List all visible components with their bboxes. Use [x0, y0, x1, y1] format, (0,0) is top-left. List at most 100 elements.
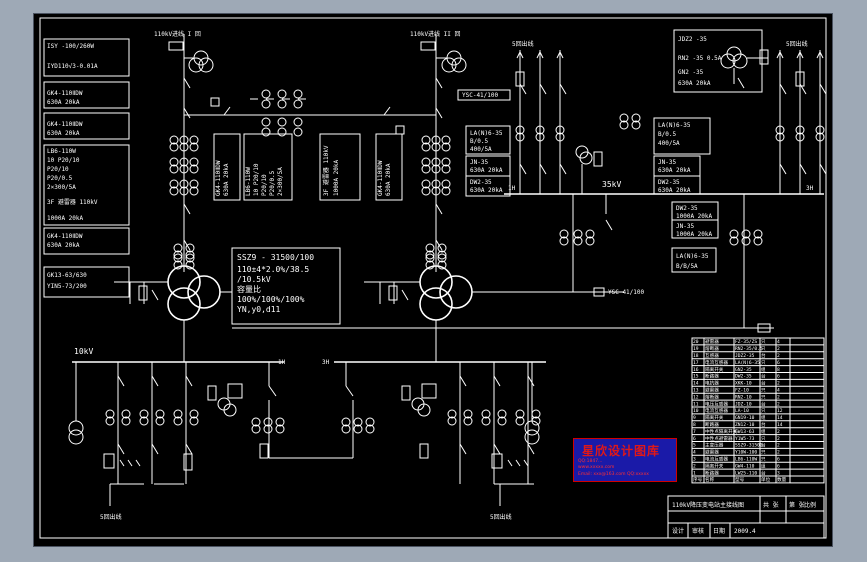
bus-10-label: 10kV — [74, 347, 93, 356]
table-cell: 6 — [777, 374, 780, 380]
current-transformer-symbol — [275, 417, 285, 434]
current-transformer-symbol — [189, 135, 199, 152]
date-value: 2009.4 — [734, 528, 756, 535]
table-cell: 4 — [777, 339, 780, 345]
current-transformer-symbol — [189, 157, 199, 174]
current-transformer-symbol — [421, 179, 431, 196]
bus-10-sec1: 1H — [278, 359, 286, 366]
table-cell: 只 — [761, 339, 766, 345]
table-cell: 熔断器 — [705, 345, 719, 352]
table-cell: 2 — [777, 394, 780, 400]
table-cell: 只 — [761, 457, 766, 463]
table-cell: 2 — [777, 443, 780, 449]
table-cell: 台 — [761, 400, 766, 407]
table-cell: JDZ2-35 — [735, 353, 755, 359]
spec-line: YIN5-73/200 — [47, 283, 87, 290]
table-cell: GW13-63 — [735, 429, 755, 435]
current-transformer-symbol — [775, 125, 785, 142]
right-spec-line: 400/5A — [470, 146, 492, 153]
table-cell: 14 — [693, 381, 699, 387]
table-cell: 16 — [693, 367, 699, 373]
mid-spec-line: 1000A 20kA — [333, 159, 340, 196]
sheet-label: 共 张 — [763, 501, 779, 509]
table-cell: 只 — [761, 450, 766, 456]
table-cell: 11 — [693, 401, 699, 407]
table-cell: SSZ9-31500 — [735, 443, 763, 449]
current-transformer-symbol — [365, 417, 375, 434]
mid-spec-line: 630A 20kA — [385, 163, 392, 196]
current-transformer-symbol — [189, 409, 199, 426]
transformer-spec-line: 100%/100%/100% — [237, 295, 305, 304]
right-spec-line: 1000A 20kA — [676, 231, 713, 238]
right-spec-line: B/B/5A — [676, 263, 698, 270]
table-cell: 台 — [761, 380, 766, 387]
right-spec-line: LA(N)6-35 — [470, 130, 503, 137]
table-cell: 避雷器 — [705, 387, 719, 394]
table-cell: 组 — [761, 462, 766, 469]
table-cell: 避雷器 — [705, 338, 719, 345]
table-cell: 13 — [693, 388, 699, 394]
current-transformer-symbol — [447, 409, 457, 426]
table-cell: 6 — [777, 360, 780, 366]
table-cell: DW2-35 — [735, 374, 752, 380]
right-spec-line: DW2-35 — [470, 179, 492, 186]
bus-10kv: 10kV 1H 3H — [72, 347, 546, 366]
current-transformer-symbol — [251, 417, 261, 434]
table-cell: 只 — [761, 436, 766, 442]
incoming-left-label: 110kV进线 I 回 — [154, 30, 201, 38]
ct-stack-left-110kv — [169, 135, 199, 270]
table-cell: 1 — [693, 470, 696, 476]
table-cell: 台 — [761, 469, 766, 476]
table-cell: 隔离开关 — [705, 462, 724, 469]
spec-line: GK4-110ⅡDW — [47, 90, 83, 97]
current-transformer-symbol — [515, 409, 525, 426]
table-cell: 断路器 — [705, 421, 719, 428]
incoming-line-right: 110kV进线 II 回 — [410, 30, 467, 272]
table-cell: 8 — [777, 367, 780, 373]
transformer-spec-line: 110±4*2.0%/38.5 — [237, 265, 309, 274]
current-transformer-symbol — [179, 179, 189, 196]
table-header-cell: 名称 — [705, 476, 715, 483]
table-cell: 18 — [693, 353, 699, 359]
current-transformer-symbol — [341, 417, 351, 434]
right-spec-line: LA(N)6-35 — [658, 122, 691, 129]
mid-spec-line: 3F 避雷器 110kV — [322, 145, 330, 196]
title-block: 110kV降压变电站主接线图 共 张 第 张 比例 设计 审核 日期 2009.… — [667, 495, 825, 539]
spec-line: LB6-110W — [47, 148, 76, 155]
spec-line: 630A 20kA — [47, 99, 80, 106]
current-transformer-symbol — [631, 113, 641, 130]
spec-line: GK4-110ⅡDW — [47, 233, 83, 240]
watermark-line1: QQ:1847... — [578, 459, 603, 464]
current-transformer-symbol — [173, 253, 183, 270]
mid-spec-line: GK4-110ⅡDW — [377, 160, 384, 196]
table-cell: 10 — [693, 408, 699, 414]
table-cell: 电流互感器 — [705, 456, 728, 463]
table-cell: FZ-35/ZS — [735, 339, 757, 345]
table-cell: LA-10 — [735, 408, 749, 414]
watermark-stamp: 星欣设计图库 QQ:1847... www.xxxxx.com Email: x… — [573, 438, 677, 482]
current-transformer-symbol — [179, 157, 189, 174]
right-spec-line: 630A 20kA — [658, 167, 691, 174]
table-cell: Y10W-100 — [735, 450, 757, 456]
current-transformer-symbol — [139, 409, 149, 426]
current-transformer-symbol — [431, 179, 441, 196]
current-transformer-symbol — [463, 409, 473, 426]
out-35-left-label: 5回出线 — [512, 40, 534, 48]
table-cell: 隔离开关 — [705, 366, 724, 373]
table-cell: 断路器 — [705, 373, 719, 380]
right-spec-line: 400/5A — [658, 140, 680, 147]
table-cell: FZ-10 — [735, 388, 749, 394]
table-cell: 2 — [777, 346, 780, 352]
table-header-cell: 单位 — [761, 476, 771, 483]
spec-line: 10 P20/10 — [47, 157, 80, 164]
mid-spec-line: 10 P20/10 — [253, 163, 260, 196]
transformer-spec-text: SSZ9 - 31500/100110±4*2.0%/38.5/10.5kV容量… — [237, 253, 314, 314]
table-cell: 台 — [761, 421, 766, 428]
out-35-right-label: 5回出线 — [786, 40, 808, 48]
table-cell: 6 — [693, 436, 696, 442]
spec-line: GK13-63/630 — [47, 272, 87, 279]
table-cell: XKK-10 — [735, 381, 752, 387]
table-cell: 8 — [693, 422, 696, 428]
